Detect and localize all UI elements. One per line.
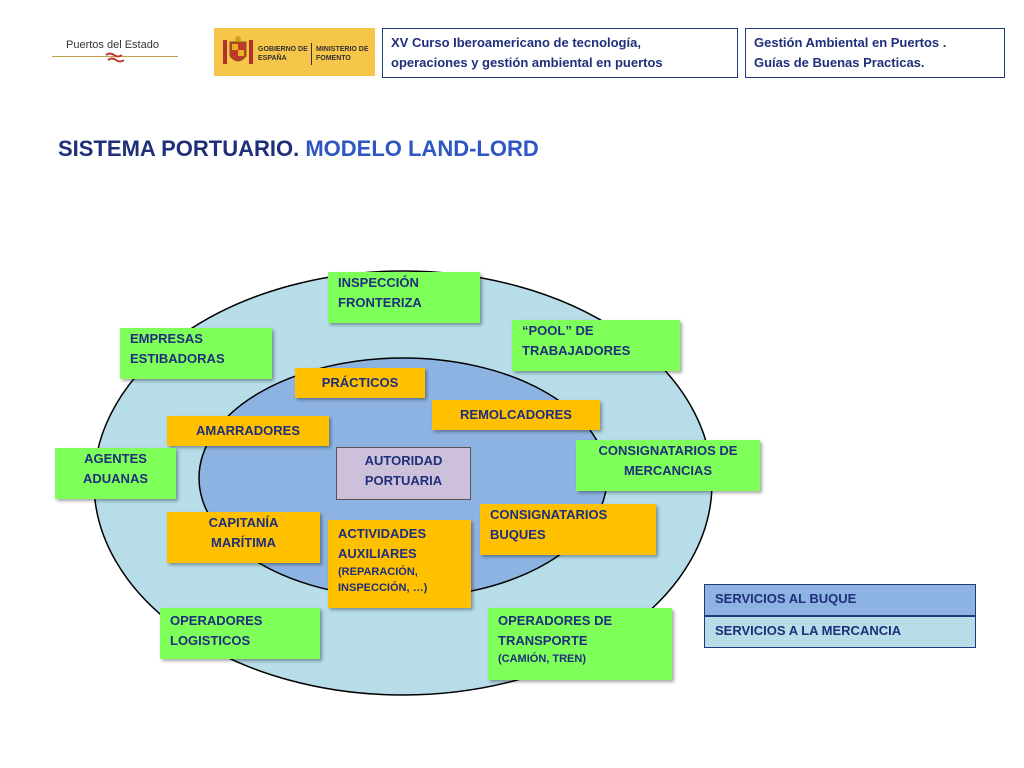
remolcadores-box: REMOLCADORES xyxy=(432,400,600,430)
actividades-line-3: (REPARACIÓN, xyxy=(338,566,418,578)
course-line-2: operaciones y gestión ambiental en puert… xyxy=(391,55,663,70)
logo-text: Puertos del Estado xyxy=(66,39,159,51)
actividades-auxiliares-box: ACTIVIDADES AUXILIARES (REPARACIÓN, INSP… xyxy=(328,520,471,608)
empresas-line-1: EMPRESAS xyxy=(130,331,203,346)
logo-waves-icon xyxy=(105,52,125,63)
practicos-box: PRÁCTICOS xyxy=(295,368,425,398)
inspeccion-line-1: INSPECCIÓN xyxy=(338,275,419,290)
legend-mercancia-label: SERVICIOS A LA MERCANCIA xyxy=(715,623,902,638)
title-part-1: SISTEMA PORTUARIO. xyxy=(58,136,300,161)
guide-line-2: Guías de Buenas Practicas. xyxy=(754,55,925,70)
autoridad-line-2: PORTUARIA xyxy=(364,473,443,488)
operadores-transporte-box: OPERADORES DE TRANSPORTE (CAMIÓN, TREN) xyxy=(488,608,672,680)
capitania-maritima-box: CAPITANÍA MARÍTIMA xyxy=(167,512,320,563)
gobierno-text: GOBIERNO DE ESPAÑA xyxy=(258,46,308,62)
gobierno-logo: GOBIERNO DE ESPAÑA MINISTERIO DE FOMENTO xyxy=(214,28,375,76)
legend-servicios-buque: SERVICIOS AL BUQUE xyxy=(704,584,976,616)
empresas-estibadoras-box: EMPRESAS ESTIBADORAS xyxy=(120,328,272,379)
puertos-del-estado-logo: Puertos del Estado xyxy=(52,36,178,70)
operadores-logisticos-box: OPERADORES LOGISTICOS xyxy=(160,608,320,659)
consignatarios-mercancias-box: CONSIGNATARIOS DE MERCANCIAS xyxy=(576,440,760,491)
remolcadores-label: REMOLCADORES xyxy=(460,407,572,422)
pool-line-1: “POOL” DE xyxy=(522,323,594,338)
consig-merc-line-1: CONSIGNATARIOS DE xyxy=(598,443,738,458)
agentes-line-2: ADUANAS xyxy=(83,471,148,486)
course-title-box: XV Curso Iberoamericano de tecnología, o… xyxy=(382,28,738,78)
consig-merc-line-2: MERCANCIAS xyxy=(623,463,713,478)
coat-of-arms-icon xyxy=(223,36,253,64)
empresas-line-2: ESTIBADORAS xyxy=(130,351,225,366)
pool-line-2: TRABAJADORES xyxy=(522,343,631,358)
logo-separator xyxy=(311,43,312,65)
logisticos-line-1: OPERADORES xyxy=(170,613,263,628)
consignatarios-buques-box: CONSIGNATARIOS BUQUES xyxy=(480,504,656,555)
legend-servicios-mercancia: SERVICIOS A LA MERCANCIA xyxy=(704,616,976,648)
consig-buques-line-2: BUQUES xyxy=(490,527,546,542)
pool-trabajadores-box: “POOL” DE TRABAJADORES xyxy=(512,320,680,371)
practicos-label: PRÁCTICOS xyxy=(321,375,399,390)
legend-buque-label: SERVICIOS AL BUQUE xyxy=(715,591,857,606)
title-part-2: MODELO LAND-LORD xyxy=(305,136,539,161)
actividades-line-2: AUXILIARES xyxy=(338,546,417,561)
autoridad-line-1: AUTORIDAD xyxy=(364,453,443,468)
capitania-line-2: MARÍTIMA xyxy=(211,535,276,550)
transporte-line-2: TRANSPORTE xyxy=(498,633,588,648)
transporte-line-1: OPERADORES DE xyxy=(498,613,613,628)
ministerio-text: MINISTERIO DE FOMENTO xyxy=(316,46,369,62)
amarradores-label: AMARRADORES xyxy=(196,423,300,438)
inspeccion-fronteriza-box: INSPECCIÓN FRONTERIZA xyxy=(328,272,480,323)
capitania-line-1: CAPITANÍA xyxy=(208,515,279,530)
guide-line-1: Gestión Ambiental en Puertos . xyxy=(754,35,947,50)
course-line-1: XV Curso Iberoamericano de tecnología, xyxy=(391,35,641,50)
guide-title-box: Gestión Ambiental en Puertos . Guías de … xyxy=(745,28,1005,78)
autoridad-portuaria-box: AUTORIDAD PORTUARIA xyxy=(336,447,471,500)
logisticos-line-2: LOGISTICOS xyxy=(170,633,251,648)
amarradores-box: AMARRADORES xyxy=(167,416,329,446)
page-title: SISTEMA PORTUARIO. MODELO LAND-LORD xyxy=(58,136,539,162)
inspeccion-line-2: FRONTERIZA xyxy=(338,295,422,310)
agentes-aduanas-box: AGENTES ADUANAS xyxy=(55,448,176,499)
actividades-line-1: ACTIVIDADES xyxy=(338,526,427,541)
transporte-line-3: (CAMIÓN, TREN) xyxy=(498,653,586,665)
agentes-line-1: AGENTES xyxy=(84,451,147,466)
actividades-line-4: INSPECCIÓN, …) xyxy=(338,582,428,594)
consig-buques-line-1: CONSIGNATARIOS xyxy=(490,507,608,522)
